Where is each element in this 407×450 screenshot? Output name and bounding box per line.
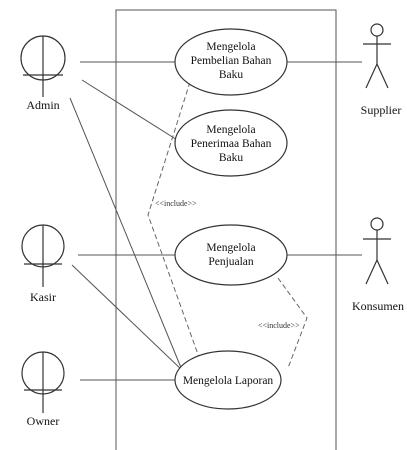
use-case-penerimaan-line-1: Mengelola [206,124,255,136]
actor-kasir[interactable]: Kasir [21,224,65,304]
actor-admin[interactable]: Admin [20,35,66,112]
include-label-1: <<include>> [155,199,197,208]
include-dependencies [147,81,308,369]
associations [69,61,362,381]
use-case-laporan-line-1: Mengelola Laporan [183,375,274,387]
actor-konsumen[interactable]: Konsumen [352,217,404,313]
actor-supplier-label: Supplier [361,103,402,117]
use-case-pembelian-line-2: Pembelian Bahan [191,55,272,67]
use-case-penjualan-line-2: Penjualan [208,256,254,268]
include-line-1 [147,81,201,361]
actor-supplier-icon [363,23,391,89]
actor-konsumen-icon [363,217,391,285]
use-case-laporan[interactable]: Mengelola Laporan [174,350,282,410]
use-case-penerimaan-line-2: Penerimaa Bahan [191,138,272,150]
actor-owner[interactable]: Owner [21,351,65,428]
assoc-admin-laporan [69,97,183,371]
assoc-kasir-laporan [71,264,185,373]
use-case-pembelian-line-3: Baku [219,69,244,81]
use-case-pembelian-line-1: Mengelola [206,41,255,53]
actor-admin-label: Admin [26,98,59,112]
actor-kasir-label: Kasir [30,290,56,304]
include-line-2 [277,277,308,369]
use-case-penjualan-line-1: Mengelola [206,242,255,254]
use-case-pembelian[interactable]: Mengelola Pembelian Bahan Baku [174,28,288,96]
assoc-admin-penerimaan [81,79,183,144]
actor-supplier[interactable]: Supplier [361,23,402,117]
use-case-penerimaan[interactable]: Mengelola Penerimaa Bahan Baku [174,109,288,177]
use-case-penjualan[interactable]: Mengelola Penjualan [174,224,288,286]
use-case-penerimaan-line-3: Baku [219,152,244,164]
include-label-2: <<include>> [258,321,300,330]
actor-konsumen-label: Konsumen [352,299,404,313]
actor-owner-label: Owner [27,414,60,428]
